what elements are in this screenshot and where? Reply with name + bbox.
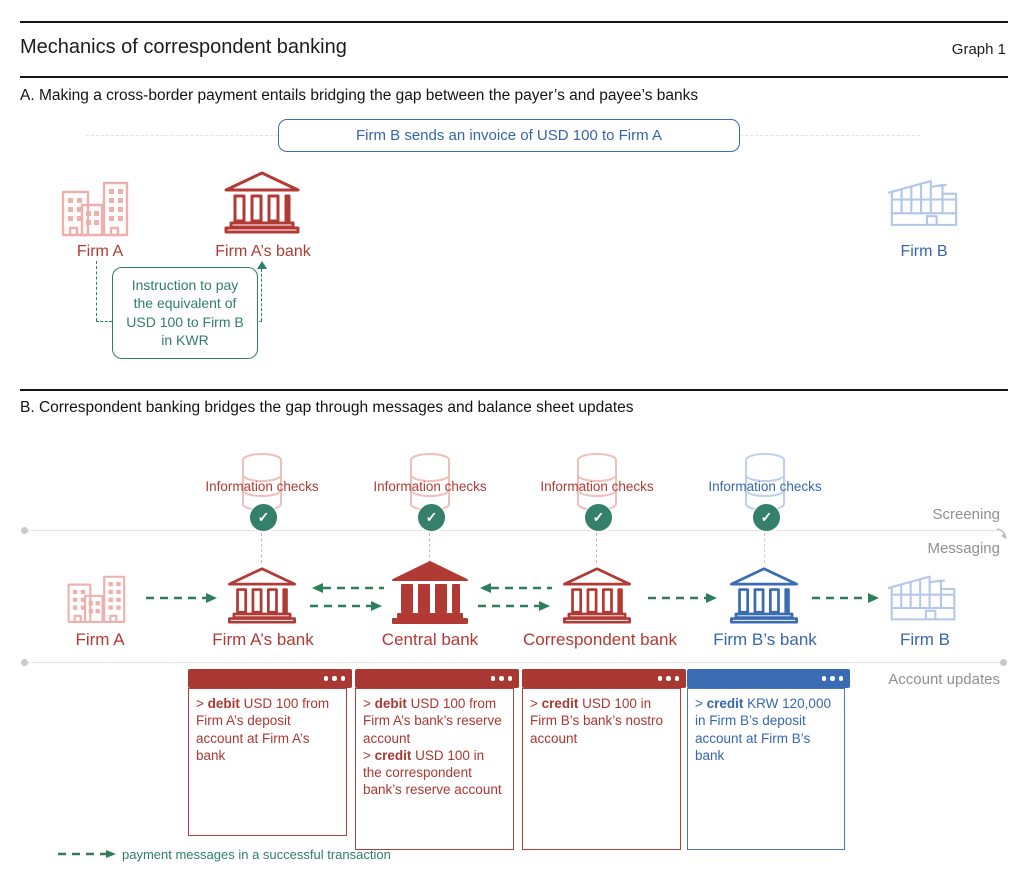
account-updates-lane-line xyxy=(25,662,1001,663)
card-entry: > debit USD 100 from Firm A’s bank’s res… xyxy=(363,696,502,746)
payment-arrow-right-icon xyxy=(812,593,879,603)
invoice-bubble: Firm B sends an invoice of USD 100 to Fi… xyxy=(278,119,740,152)
check-to-bank-line xyxy=(429,533,430,563)
instruction-line-corner-left xyxy=(96,321,112,322)
panel-b-heading: B. Correspondent banking bridges the gap… xyxy=(20,399,634,416)
payment-arrow-right-icon xyxy=(146,593,217,603)
account-card-firm-b-bank: > credit KRW 120,000 in Firm B’s deposit… xyxy=(687,688,845,850)
information-checks-label: Information checks xyxy=(540,479,654,494)
messaging-label: Messaging xyxy=(927,540,1000,557)
account-card-correspondent-bank: > credit USD 100 in Firm B’s bank’s nost… xyxy=(522,688,681,850)
check-to-bank-line xyxy=(764,533,765,563)
check-icon: ✓ xyxy=(584,503,613,532)
page-title: Mechanics of correspondent banking xyxy=(20,36,347,58)
payment-arrow-right-icon xyxy=(648,593,717,603)
instruction-line-corner-right xyxy=(255,321,262,322)
correspondent-bank-icon xyxy=(560,566,634,624)
information-checks-label: Information checks xyxy=(373,479,487,494)
panel-a-heading: A. Making a cross-border payment entails… xyxy=(20,87,699,104)
top-rule xyxy=(20,21,1008,24)
card-window-bar xyxy=(687,669,850,688)
payment-arrows-double-icon xyxy=(478,583,552,611)
information-checks-label: Information checks xyxy=(708,479,822,494)
central-bank-icon xyxy=(390,560,470,624)
account-card-firm-a-bank: > debit USD 100 from Firm A’s deposit ac… xyxy=(188,688,347,836)
instruction-arrowhead-icon xyxy=(257,261,267,269)
legend-label: payment messages in a successful transac… xyxy=(122,847,391,862)
information-checks-label: Information checks xyxy=(205,479,319,494)
lane-dot xyxy=(21,527,28,534)
central-bank-label: Central bank xyxy=(381,630,479,649)
firm-a-bank-icon xyxy=(222,170,302,234)
check-icon: ✓ xyxy=(752,503,781,532)
account-updates-label: Account updates xyxy=(888,671,1000,688)
firm-b-factory-icon xyxy=(886,570,960,627)
card-window-bar xyxy=(355,669,519,688)
payment-arrows-double-icon xyxy=(310,583,384,611)
lane-arrow-icon xyxy=(996,528,1007,539)
firm-a-label: Firm A xyxy=(75,630,125,649)
graph-number-label: Graph 1 xyxy=(951,41,1006,58)
firm-b-bank-icon xyxy=(727,566,801,624)
check-icon: ✓ xyxy=(417,503,446,532)
card-entry: > credit KRW 120,000 in Firm B’s deposit… xyxy=(695,696,831,763)
firm-b-factory-icon xyxy=(886,174,962,233)
card-entry: > debit USD 100 from Firm A’s deposit ac… xyxy=(196,696,330,763)
card-window-bar xyxy=(522,669,686,688)
instruction-line-from-firm-a xyxy=(96,261,97,321)
firm-a-bank-label: Firm A’s bank xyxy=(215,243,311,260)
firm-a-buildings-icon xyxy=(60,171,136,237)
card-entry: > credit USD 100 in Firm B’s bank’s nost… xyxy=(530,696,664,746)
instruction-line-to-bank xyxy=(261,269,262,321)
check-icon: ✓ xyxy=(249,503,278,532)
account-card-central-bank: > debit USD 100 from Firm A’s bank’s res… xyxy=(355,688,514,850)
header-rule xyxy=(20,76,1008,78)
firm-a-label: Firm A xyxy=(76,243,124,260)
section-divider-rule xyxy=(20,389,1008,391)
check-to-bank-line xyxy=(261,533,262,563)
instruction-box: Instruction to pay the equivalent of USD… xyxy=(112,267,258,359)
firm-a-bank-icon xyxy=(225,566,299,624)
lane-dot xyxy=(1000,659,1007,666)
card-entry: > credit USD 100 in the correspondent ba… xyxy=(363,747,502,798)
firm-b-label: Firm B xyxy=(899,630,951,649)
correspondent-bank-label: Correspondent bank xyxy=(522,630,678,649)
check-to-bank-line xyxy=(596,533,597,563)
firm-a-buildings-icon xyxy=(66,566,132,624)
invoice-connector-right xyxy=(740,135,920,136)
card-window-bar xyxy=(188,669,352,688)
legend-dashed-arrow-icon xyxy=(58,850,116,858)
firm-a-bank-label: Firm A’s bank xyxy=(212,630,314,649)
invoice-connector-left xyxy=(86,135,278,136)
firm-b-bank-label: Firm B’s bank xyxy=(713,630,817,649)
lane-dot xyxy=(21,659,28,666)
screening-label: Screening xyxy=(932,506,1000,523)
firm-b-label: Firm B xyxy=(900,243,948,260)
screening-lane-line xyxy=(25,530,1001,531)
